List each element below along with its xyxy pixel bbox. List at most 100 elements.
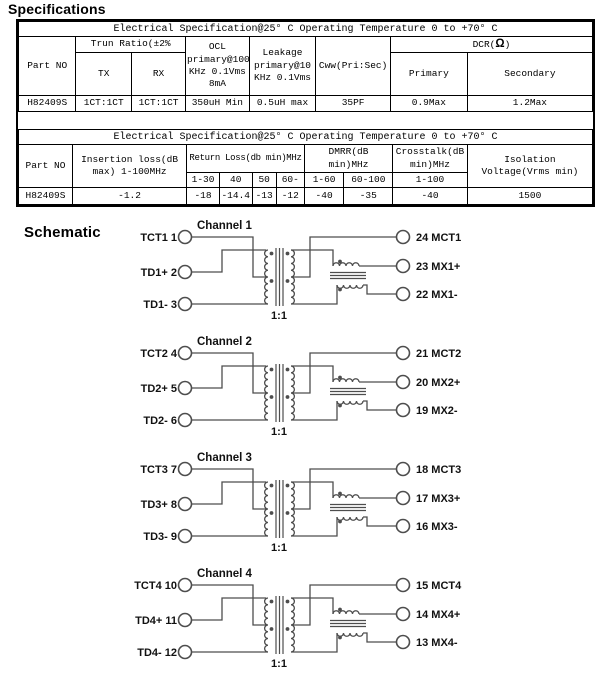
table2-col-part-no: Part NO [18, 144, 73, 188]
choke-bottom-winding [336, 284, 364, 289]
polarity-dot [338, 607, 342, 612]
wire-mct [291, 352, 397, 394]
pin-terminal [395, 402, 411, 418]
wire-tct [192, 584, 266, 626]
wire-mct [291, 584, 397, 626]
left-pin-label: TD4+ 11 [135, 615, 177, 627]
wire-mct [291, 236, 397, 278]
rl-value-2: -14.4 [218, 187, 253, 205]
crosstalk-sub: 1-100 [392, 172, 468, 188]
dmrr-value-1: -40 [303, 187, 345, 205]
right-pin-label: 14 MX4+ [416, 609, 460, 621]
polarity-dot [269, 251, 274, 256]
table2-col-return-loss: Return Loss(db min)MHz [186, 144, 305, 173]
table2-col-insertion-loss: Insertion loss(dB max) 1-100MHz [71, 144, 188, 188]
wire-mx-plus [291, 365, 334, 382]
dcr-secondary-value: 1.2Max [466, 95, 594, 112]
pin-terminal [395, 490, 411, 506]
turns-ratio-label: 1:1 [271, 658, 287, 670]
channel-label: Channel 1 [197, 220, 253, 232]
leakage-value: 0.5uH max [248, 95, 317, 112]
primary-winding [264, 249, 269, 305]
left-pin-label: TCT1 1 [140, 232, 177, 244]
choke-top-winding [332, 610, 360, 615]
pin-terminal [395, 229, 411, 245]
table1-col-part-no: Part NO [17, 36, 77, 96]
crosstalk-value: -40 [392, 187, 468, 205]
pin-terminal [177, 612, 193, 628]
pin-terminal [395, 461, 411, 477]
primary-winding [264, 481, 269, 537]
channel-label: Channel 4 [197, 568, 253, 580]
wire-mx-minus2 [363, 284, 397, 295]
choke-top-winding [332, 378, 360, 383]
table2-col-crosstalk: Crosstalk(dB min)MHz [392, 144, 468, 173]
table1-col-tx: TX [75, 52, 133, 96]
choke-bottom-winding [336, 632, 364, 637]
channel-label: Channel 3 [197, 452, 252, 464]
table2-data-row: H82409S -1.2 -18 -14.4 -13 -12 -40 -35 -… [18, 187, 594, 205]
left-pin-label: TD1- 3 [143, 299, 177, 311]
tx-value: 1CT:1CT [75, 95, 133, 112]
pin-terminal [177, 264, 193, 280]
pin-terminal [395, 345, 411, 361]
cww-value: 35PF [315, 95, 391, 112]
table1-col-primary: Primary [389, 52, 468, 96]
right-pin-label: 19 MX2- [416, 405, 458, 417]
choke-top-winding [332, 262, 360, 267]
polarity-dot [269, 395, 274, 399]
specification-tables-block: Electrical Specification@25° C Operating… [16, 19, 595, 207]
wire-mct [291, 468, 397, 510]
pin-terminal [177, 380, 193, 396]
secondary-winding [290, 249, 295, 305]
pin-terminal [177, 496, 193, 512]
choke-bottom-winding [336, 516, 364, 521]
omega-symbol: Ω [495, 38, 505, 51]
right-pin-label: 21 MCT2 [416, 348, 461, 360]
polarity-dot [338, 287, 342, 292]
rx-value: 1CT:1CT [131, 95, 187, 112]
polarity-dot [285, 395, 290, 399]
schematic-heading: Schematic [24, 224, 101, 241]
left-pin-label: TD3+ 8 [141, 499, 177, 511]
pin-terminal [395, 286, 411, 302]
table1-col-secondary: Secondary [466, 52, 594, 96]
right-pin-label: 16 MX3- [416, 521, 458, 533]
left-pin-label: TCT2 4 [140, 348, 178, 360]
wire-td-plus [192, 249, 266, 273]
polarity-dot [338, 259, 342, 264]
table2-col-isolation: Isolation Voltage(Vrms min) [466, 144, 594, 188]
wire-mx-minus [291, 517, 338, 537]
secondary-winding [290, 365, 295, 421]
wire-td-plus [192, 365, 266, 389]
pin-terminal [395, 606, 411, 622]
pin-terminal [177, 345, 193, 361]
right-pin-label: 20 MX2+ [416, 377, 460, 389]
table1-col-rx: RX [131, 52, 187, 96]
rl-value-1: -18 [186, 187, 220, 205]
pin-terminal [395, 374, 411, 390]
turns-ratio-label: 1:1 [271, 310, 287, 322]
pin-terminal [177, 461, 193, 477]
right-pin-label: 24 MCT1 [416, 232, 461, 244]
primary-winding [264, 365, 269, 421]
polarity-dot [285, 483, 290, 488]
polarity-dot [285, 511, 290, 515]
secondary-winding [290, 597, 295, 653]
wire-mx-minus2 [363, 516, 397, 527]
polarity-dot [338, 403, 342, 408]
wire-td-plus [192, 597, 266, 621]
table1-title: Electrical Specification@25° C Operating… [18, 21, 593, 37]
polarity-dot [285, 599, 290, 604]
table1-col-cww: Cww(Pri:Sec) [315, 36, 391, 96]
right-pin-label: 13 MX4- [416, 637, 458, 649]
table1-data-row: H82409S 1CT:1CT 1CT:1CT 350uH Min 0.5uH … [17, 95, 594, 112]
part-no-value: H82409S [18, 187, 73, 205]
table1-col-leakage: Leakage primary@10 KHz 0.1Vms [248, 36, 317, 96]
polarity-dot [285, 279, 290, 283]
left-pin-label: TD2- 6 [143, 415, 177, 427]
polarity-dot [285, 627, 290, 631]
